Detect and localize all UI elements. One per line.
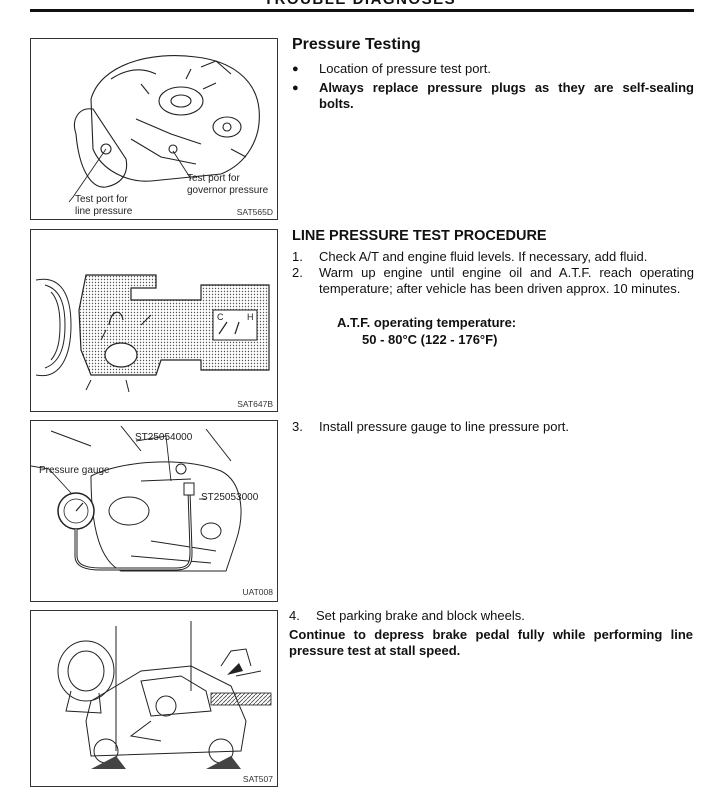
gauge-installation-illustration [31,425,242,572]
bullet-text: Location of pressure test port. [319,61,491,76]
gauge-letter-cold: C [217,312,224,322]
label-line-port-line2: line pressure [75,206,133,217]
bullet-dot: ● [292,82,299,94]
label-st25053000: ST25053000 [201,492,259,503]
bullet-item: ● Location of pressure test port. [292,61,702,77]
parking-brake-illustration [57,621,272,769]
label-st25054000: ST25054000 [135,432,193,443]
step-text: Set parking brake and block wheels. [316,608,525,623]
figure-pressure-gauge: ST25054000 Pressure gauge ST25053000 UAT… [30,420,278,602]
step-item: 4. Set parking brake and block wheels. [289,608,694,624]
gauge-letter-hot: H [247,312,254,322]
step-number: 3. [292,419,303,434]
step-item: 2. Warm up engine until engine oil and A… [292,265,694,297]
step-number: 4. [289,608,300,623]
figure-test-ports: Test port for governor pressure Test por… [30,38,278,220]
label-governor-port-line2: governor pressure [187,185,269,196]
line-pressure-title: LINE PRESSURE TEST PROCEDURE [292,228,547,244]
page-header-title: TROUBLE DIAGNOSES [240,0,480,8]
figure-code: UAT008 [242,587,273,597]
step-text: Warm up engine until engine oil and A.T.… [319,265,694,296]
figure-code: SAT565D [236,207,273,217]
step-item: 1. Check A/T and engine fluid levels. If… [292,249,694,265]
step-text: Check A/T and engine fluid levels. If ne… [319,249,648,264]
bullet-item: ● Always replace pressure plugs as they … [292,80,694,112]
atf-temp-label: A.T.F. operating temperature: [337,315,517,330]
bullet-text: Always replace pressure plugs as they ar… [319,80,694,111]
step-number: 2. [292,265,303,280]
transmission-illustration [68,55,260,203]
step-number: 1. [292,249,303,264]
figure-code: SAT507 [242,774,273,784]
step-item: 3. Install pressure gauge to line pressu… [292,419,694,435]
label-governor-port-line1: Test port for [187,173,240,184]
pressure-testing-title: Pressure Testing [292,36,421,53]
stall-test-note: Continue to depress brake pedal fully wh… [289,627,693,658]
figure-parking-brake: SAT507 [30,610,278,787]
label-line-port-line1: Test port for [75,194,128,205]
bullet-dot: ● [292,63,299,75]
figure-warm-up: C H SAT647B [30,229,278,412]
atf-temp-value: 50 - 80°C (122 - 176°F) [362,332,498,347]
warm-engine-illustration [35,274,270,393]
step-text: Install pressure gauge to line pressure … [319,419,570,434]
figure-code: SAT647B [237,399,273,409]
header-rule [30,9,694,12]
label-pressure-gauge: Pressure gauge [39,465,110,476]
